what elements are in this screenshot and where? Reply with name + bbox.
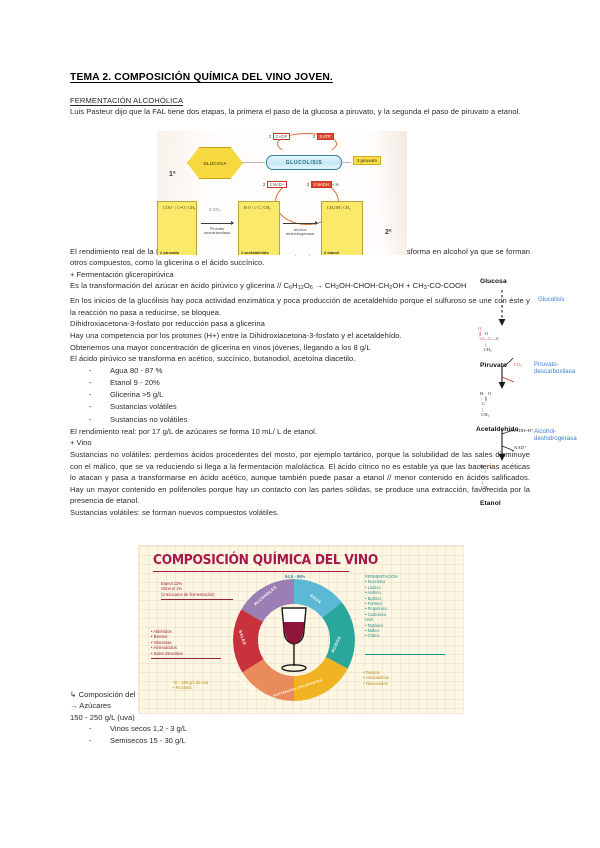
paragraph-concentracion: Obtenemos una mayor concentración de gli… (70, 342, 371, 352)
struct-acetaldehido: H O \ ∥ C | CH₃ (480, 391, 492, 417)
water-percentage-label: 84,5 - 86% (285, 574, 306, 579)
acetaldehido-structure: H O \ // C | CH₃ (244, 205, 271, 210)
callout-alcoholes: Etanol 12% Glicerol 1% (2-azúcares de fe… (161, 581, 215, 597)
wine-liquid (283, 622, 305, 644)
acetaldehido-structure-box: H O \ // C | CH₃ 2 acetaldehído (238, 201, 280, 255)
list-item: Agua 80 - 87 % (89, 365, 530, 377)
azucares-list: Vinos secos 1,2 - 3 g/L Semisecos 15 - 3… (70, 723, 530, 748)
nadh-in-curve (501, 429, 515, 435)
piruvato-structure: COO⁻ | C=O | CH₃ (163, 205, 196, 210)
reaction-arrow (201, 221, 234, 225)
cofactor-nad: 2 2 NAD+ (263, 181, 288, 188)
paragraph-competencia: Hay una competencia por los protones (H+… (70, 330, 402, 340)
handdrawn-fermentation-pathway: Glucosa O ∥ O ⁻O—C—C | CH₃ Piruvato H O … (476, 278, 596, 518)
infographic-title-underline (153, 571, 349, 573)
arrowhead-deshidrogenasa (498, 454, 506, 461)
enzyme-label-alcohol-deshidrogenasa: Alcohol- deshidrogerasa (534, 428, 577, 443)
callout-sales: • Aldehídos • Ésteres • Vitaminas • Amin… (151, 629, 183, 656)
list-item: Glicerina >5 g/L (89, 389, 530, 401)
acetaldehido-box-label: 2 acetaldehído (241, 250, 269, 255)
pathway-label-piruvato: Piruvato (480, 362, 508, 369)
page-title: TEMA 2. COMPOSICIÓN QUÍMICA DEL VINO JOV… (70, 72, 333, 83)
callout-colorantes: • Taninos • Antocianinas • Flavonoides (363, 670, 389, 686)
wine-composition-infographic: COMPOSICIÓN QUÍMICA DEL VINO AGUA ÁCIDOS… (138, 545, 464, 714)
callout-rule-sales (151, 658, 221, 659)
etanol-structure-box: CH₂OH | CH₃ 2 etanol (321, 201, 363, 255)
piruvato-box-label: 2 piruvato (160, 250, 180, 255)
pathway-label-glucosa: Glucosa (480, 278, 507, 285)
struct-piruvato: O ∥ O ⁻O—C—C | CH₃ (478, 326, 500, 352)
cofactor-out-curve (501, 376, 515, 383)
piruvato-structure-box: COO⁻ | C=O | CH₃ 2 piruvato (157, 201, 197, 255)
list-item: Etanol 9 - 20% (89, 377, 530, 389)
line-azucares-range: 150 - 250 g/L (uva) (70, 712, 135, 722)
cofactor-atp: 2 2 ATP (313, 133, 334, 140)
composition-list: Agua 80 - 87 % Etanol 9 - 20% Glicerina … (70, 365, 530, 426)
transformacion-text: Es la transformación del azúcar en ácido… (70, 281, 289, 291)
cofactor-nadh: NADH+H⁺ (512, 428, 534, 433)
enzyme-alcohol-deshidrogenasa: Alcohol deshidrogenasa (286, 227, 314, 237)
list-item: Semisecos 15 - 30 g/L (89, 735, 530, 747)
connector-line (340, 162, 351, 163)
connector-line (241, 162, 265, 163)
callout-rule-alcoholes (161, 599, 233, 600)
paragraph-volatiles: Sustancias volátiles: se forman nuevos c… (70, 507, 279, 517)
section-heading-fermentacion: FERMENTACIÓN ALCOHÓLICA (70, 96, 184, 105)
etanol-structure: CH₂OH | CH₃ (327, 205, 351, 210)
pathway-label-etanol: Etanol (480, 500, 501, 507)
glucolisis-bar: GLUCOLISIS (266, 155, 342, 170)
piruvato-output-box: 3 piruvato (353, 156, 382, 165)
cofactor-nad: NAD⁺ (514, 445, 527, 450)
paragraph-no-volatiles: Sustancias no volátiles: perdemos ácidos… (70, 449, 530, 506)
arrowhead-descarboxilasa (498, 382, 506, 389)
cofactor-arc-top (277, 133, 337, 155)
cofactor-adp: 2 2 ADP (269, 133, 291, 140)
pathway-label-acetaldehido: Acetaldehído (476, 426, 519, 433)
line-azucares: → Azúcares (70, 701, 111, 711)
co2-label: 2 CO₂ (209, 207, 221, 212)
pathway-arrows-svg (498, 290, 515, 461)
paragraph-dihidroxiacetona: Dihidroxiacetona-3-fosfato por reducción… (70, 319, 265, 329)
callout-acidos: FERMENTACIÓN • Succínico • Láctico • Acé… (365, 574, 398, 639)
cofactor-co2: CO₂ (514, 362, 522, 367)
enzyme-label-piruvato-descarboxilasa: Piruvato- descarboxilasa (534, 361, 576, 376)
paragraph-piruvico: El ácido pirúvico se transforma en acéti… (70, 354, 356, 364)
callout-carbohidratos: 70 - 150 g/L de uva • Fructosa (173, 680, 209, 691)
line-vino: + Vino (70, 438, 92, 448)
list-item: Sustancias volátiles (89, 401, 530, 413)
struct-etanol: H OH \ / C | CH₃ (480, 464, 494, 490)
wine-glass-icon (281, 607, 307, 672)
list-item: Sustancias no volátiles (89, 414, 530, 426)
callout-rule-acidos (365, 654, 445, 655)
line-fermentacion-gliceropiruvica: + Fermentación gliceropirúvica (70, 269, 174, 279)
paragraph-rendimiento-real: El rendimiento real: por 17 g/L de azúca… (70, 426, 318, 436)
list-item: Vinos secos 1,2 - 3 g/L (89, 723, 530, 735)
paragraph-glucolisis: En los inicios de la glucólisis hay poca… (70, 296, 530, 317)
cofactor-in-curve (501, 357, 514, 368)
enzyme-piruvato-descarboxilasa: Piruvato descarboxilasa (204, 226, 230, 236)
enzyme-label-glucolisis: Glucolisis (538, 296, 565, 303)
infographic-title: COMPOSICIÓN QUÍMICA DEL VINO (153, 553, 379, 568)
stage-2-label: 2ª (385, 229, 392, 236)
glass-base (281, 664, 307, 672)
etanol-box-label: 2 etanol (324, 250, 340, 255)
glucosa-hexagon: GLUCOSA (187, 147, 243, 179)
nad-out-curve (501, 445, 515, 452)
glycolysis-scan-diagram: 1ª 2ª GLUCOSA GLUCOLISIS 3 piruvato 2 2 … (157, 131, 407, 255)
paragraph-transformacion: Es la transformación del azúcar en ácido… (70, 281, 467, 292)
cofactor-nadh: 2 2 NADH+ H (307, 181, 339, 188)
reaction-arrow (283, 221, 318, 225)
stage-1-label: 1ª (169, 171, 176, 178)
paragraph-intro: Luis Pasteur dijo que la FAL tiene dos e… (70, 107, 521, 116)
arrowhead-glucolisis (498, 319, 506, 326)
